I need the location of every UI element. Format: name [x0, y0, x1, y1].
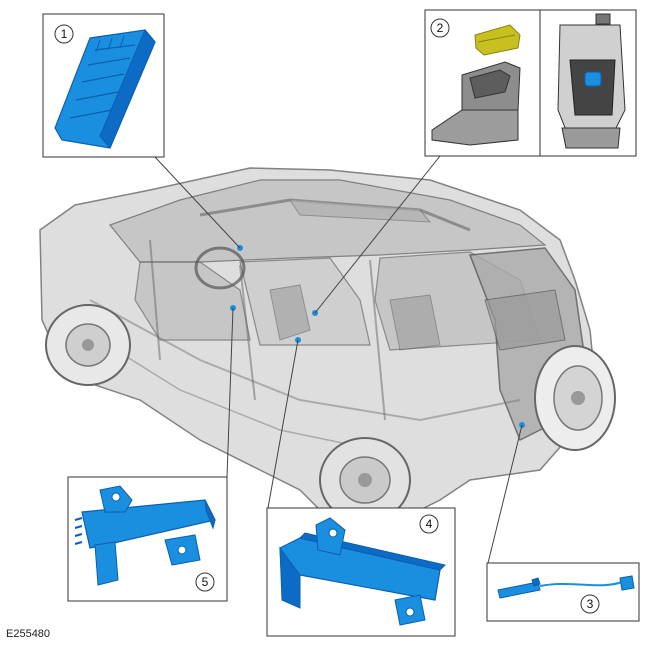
callout-circle-4 — [419, 514, 439, 534]
console-module-blue — [584, 71, 602, 87]
center-console-bin-removed — [431, 24, 521, 146]
leader-line-3 — [487, 424, 523, 564]
center-console-module-location — [557, 13, 626, 149]
callout-circle-3 — [580, 594, 600, 614]
detail-box-3: 3 — [486, 562, 640, 622]
callout-number-4: 4 — [426, 517, 433, 531]
leader-line-2 — [314, 155, 441, 314]
vehicle-xray-illustration — [39, 167, 616, 523]
callout-circle-1 — [54, 24, 74, 44]
detail-box-5: 5 — [67, 476, 228, 602]
leader-line-5 — [226, 307, 234, 478]
body-control-module — [54, 29, 156, 149]
spare-wheel — [534, 345, 616, 451]
callout-number-5: 5 — [202, 575, 209, 589]
front-wheel — [45, 304, 131, 386]
callout-number-3: 3 — [587, 597, 594, 611]
leader-line-1 — [154, 156, 241, 249]
rear-antenna-with-cable — [497, 575, 635, 599]
detail-box-2: 2 — [424, 9, 637, 157]
detail-box-1: 1 — [42, 13, 165, 158]
callout-circle-5 — [195, 572, 215, 592]
leader-lines — [154, 155, 523, 564]
callout-number-2: 2 — [437, 21, 444, 35]
interior-antenna-module-4 — [279, 517, 446, 626]
detail-box-4: 4 — [266, 507, 456, 637]
callout-number-1: 1 — [61, 27, 68, 41]
figure-reference-code: E255480 — [6, 628, 51, 640]
interior-antenna-module-5 — [74, 485, 216, 586]
leader-line-4 — [267, 339, 299, 509]
callout-circle-2 — [430, 18, 450, 38]
